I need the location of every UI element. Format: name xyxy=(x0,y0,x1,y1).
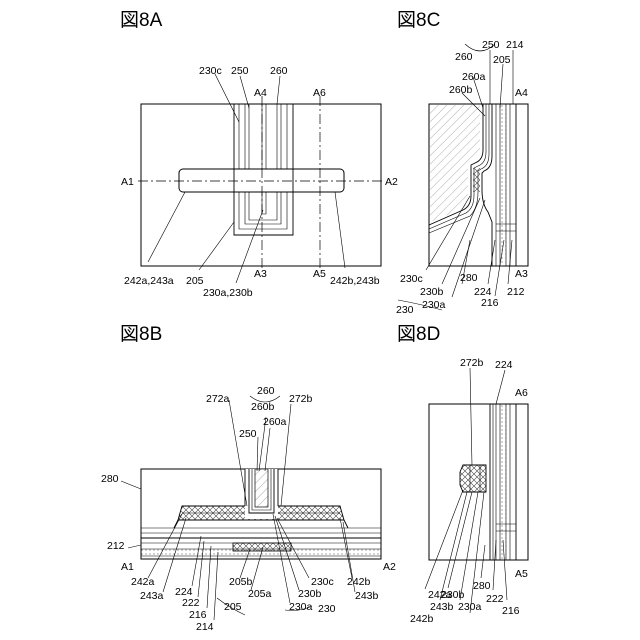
fig-8a-label-205: 205 xyxy=(186,275,204,287)
fig-8d-label-230b: 230b xyxy=(441,589,465,601)
fig-8a-label-242a-243a: 242a,243a xyxy=(124,275,174,287)
fig-8a-oxide-bar xyxy=(179,169,344,192)
fig-8b-label-205b: 205b xyxy=(229,576,253,588)
fig-8a-label-230c: 230c xyxy=(199,65,222,77)
fig-8d-label-272b: 272b xyxy=(460,357,484,369)
fig-8b-label-272a: 272a xyxy=(206,393,230,405)
fig-8b-label-a2: A2 xyxy=(383,561,396,573)
fig-8b-label-230: 230 xyxy=(318,603,336,615)
fig-8b-label-214: 214 xyxy=(196,621,214,633)
fig-8b-label-243a: 243a xyxy=(140,590,164,602)
figure-8b: 図8B xyxy=(101,324,396,633)
fig-8a-label-230a-230b: 230a,230b xyxy=(203,287,253,299)
fig-8c-label-205: 205 xyxy=(493,54,511,66)
fig-8d-label-242b: 242b xyxy=(410,613,434,625)
fig-8c-label-280: 280 xyxy=(460,272,478,284)
fig-8a-label-a3: A3 xyxy=(254,268,267,280)
fig-8c-label-a3: A3 xyxy=(515,268,528,280)
fig-8a-label-250: 250 xyxy=(231,65,249,77)
fig-8c-label-230c: 230c xyxy=(400,273,423,285)
fig-8b-label-260b: 260b xyxy=(251,401,275,413)
figure-8a: 図8A 230c 250 260 A4 A6 A1 A2 A3 xyxy=(120,10,398,299)
fig-8c-label-230a: 230a xyxy=(422,299,446,311)
fig-8d-label-a6: A6 xyxy=(515,387,528,399)
fig-8c-label-230b: 230b xyxy=(420,286,444,298)
fig-8d-label-a5: A5 xyxy=(515,568,528,580)
fig-8b-label-260: 260 xyxy=(257,385,275,397)
fig-8b-label-222: 222 xyxy=(182,597,200,609)
fig-8c-title: 図8C xyxy=(397,10,440,31)
fig-8b-label-a1: A1 xyxy=(121,561,134,573)
fig-8b-label-242b: 242b xyxy=(347,576,371,588)
fig-8c-label-260a: 260a xyxy=(462,71,486,83)
fig-8a-label-a6: A6 xyxy=(313,87,326,99)
fig-8b-title: 図8B xyxy=(120,324,162,345)
fig-8d-label-230a: 230a xyxy=(458,601,482,613)
fig-8b-label-242a: 242a xyxy=(131,576,155,588)
fig-8a-label-a1: A1 xyxy=(121,176,134,188)
fig-8d-label-243b: 243b xyxy=(430,601,454,613)
fig-8b-label-280: 280 xyxy=(101,473,119,485)
fig-8c-label-a4: A4 xyxy=(515,87,528,99)
fig-8d-label-222: 222 xyxy=(486,593,504,605)
fig-8b-label-272b: 272b xyxy=(289,393,313,405)
fig-8c-label-216: 216 xyxy=(481,297,499,309)
fig-8d-oxide-block xyxy=(460,465,486,492)
fig-8a-label-260: 260 xyxy=(270,65,288,77)
fig-8c-label-214: 214 xyxy=(506,39,524,51)
fig-8b-label-243b: 243b xyxy=(355,590,379,602)
fig-8d-label-216: 216 xyxy=(502,605,520,617)
fig-8a-label-a5: A5 xyxy=(313,268,326,280)
fig-8b-label-230a: 230a xyxy=(289,601,313,613)
fig-8b-label-230c: 230c xyxy=(311,576,334,588)
fig-8b-gate-electrode xyxy=(255,469,268,507)
fig-8a-title: 図8A xyxy=(120,10,163,31)
figure-8d: 図8D 272b 224 A6 242a 243b 230b 230a xyxy=(397,324,528,625)
fig-8c-label-260: 260 xyxy=(455,51,473,63)
fig-8b-label-216: 216 xyxy=(189,609,207,621)
fig-8a-label-a4: A4 xyxy=(254,87,267,99)
fig-8b-label-205: 205 xyxy=(224,601,242,613)
fig-8b-label-205a: 205a xyxy=(248,588,272,600)
fig-8d-label-280: 280 xyxy=(473,580,491,592)
fig-8c-label-212: 212 xyxy=(507,286,525,298)
fig-8d-title: 図8D xyxy=(397,324,440,345)
fig-8a-label-242b-243b: 242b,243b xyxy=(330,275,380,287)
fig-8b-label-250: 250 xyxy=(239,428,257,440)
fig-8c-label-230: 230 xyxy=(396,304,414,316)
fig-8c-label-260b: 260b xyxy=(449,84,473,96)
fig-8b-label-212: 212 xyxy=(107,540,125,552)
fig-8c-label-250: 250 xyxy=(482,39,500,51)
fig-8d-label-224: 224 xyxy=(495,359,513,371)
fig-8a-label-a2: A2 xyxy=(385,176,398,188)
fig-8b-label-260a: 260a xyxy=(263,416,287,428)
figure-8c: 図8C 260 250 214 205 xyxy=(396,10,528,316)
fig-8b-label-230b: 230b xyxy=(298,588,322,600)
